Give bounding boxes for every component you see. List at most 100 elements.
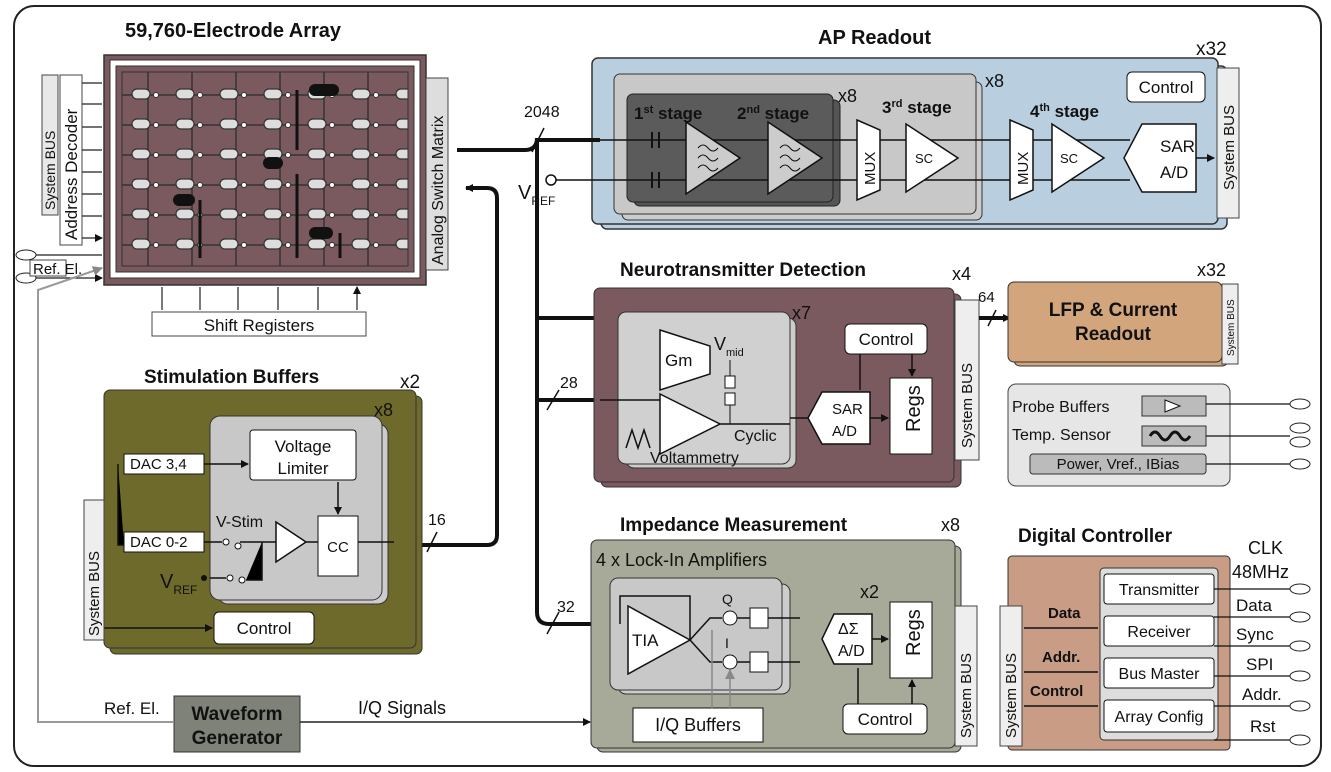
ap-readout-block: AP Readout x32 x8 x8 1st stage 2nd stage… bbox=[518, 27, 1240, 230]
imp-control-box bbox=[842, 703, 928, 735]
active-electrode bbox=[309, 84, 339, 96]
lfp-block: x32 LFP & Current Readout System BUS bbox=[1007, 260, 1239, 367]
waveform-block: Waveform Generator I/Q Signals Ref. El. bbox=[37, 266, 591, 753]
ap-readout-ad-label: A/D bbox=[1160, 163, 1188, 182]
ap-control-box bbox=[1126, 71, 1206, 103]
nt-opamp bbox=[659, 392, 722, 456]
waveform-line1-label: Waveform bbox=[191, 704, 282, 725]
neurotransmitter-block: Neurotransmitter Detection x4 x7 Gm Vmid… bbox=[593, 260, 1011, 488]
ap-readout-stage2-sup-label: nd bbox=[746, 104, 759, 116]
ap-readout-stage1-label: 1 bbox=[634, 104, 643, 123]
neurotransmitter-control-label: Control bbox=[859, 330, 914, 349]
stimulation-vref-label: V bbox=[160, 571, 174, 593]
imp-x2: x2 bbox=[860, 582, 879, 602]
pad bbox=[15, 249, 37, 261]
digital-receiver-label: Receiver bbox=[1127, 624, 1191, 641]
imp-title: Impedance Measurement bbox=[620, 515, 848, 536]
impedance-ad-label: A/D bbox=[838, 643, 865, 660]
stage1-amp bbox=[685, 120, 742, 196]
ap-capacitors bbox=[651, 132, 660, 188]
ap-readout-control-label: Control bbox=[1139, 78, 1194, 97]
ap-readout-mux-label: MUX bbox=[1015, 152, 1032, 185]
electrode-array-title: 59,760-Electrode Array bbox=[125, 20, 342, 42]
outer-frame bbox=[13, 5, 1322, 767]
stimulation-voltage-limiter-2-label: Limiter bbox=[277, 459, 328, 478]
impedance-tia-label: TIA bbox=[632, 631, 659, 650]
imp-bus-width: 32 bbox=[557, 599, 575, 616]
address-decoder-box bbox=[59, 74, 83, 246]
voltage-limiter-box bbox=[249, 429, 357, 481]
impedance-q-label: Q bbox=[722, 591, 733, 607]
digital-array-config-label: Array Config bbox=[1115, 709, 1204, 726]
misc-temp-sensor-label: Temp. Sensor bbox=[1012, 427, 1111, 444]
ap-readout-mux-label: MUX bbox=[862, 152, 879, 185]
svg-text:Vmid: Vmid bbox=[714, 334, 744, 359]
misc-block: Probe Buffers Temp. Sensor Power, Vref.,… bbox=[1007, 383, 1311, 487]
ap-readout-vref-sub-label: REF bbox=[531, 194, 555, 208]
stage2-amp bbox=[767, 120, 824, 196]
ap-readout-stage3-label: 3 bbox=[882, 98, 891, 117]
ap-bus-width: 2048 bbox=[524, 104, 560, 121]
waveform-box bbox=[173, 695, 301, 753]
array-config-box bbox=[1103, 699, 1215, 733]
stimulation-vref-sub-label: REF bbox=[173, 583, 197, 597]
neurotransmitter-voltammetry-label: Voltammetry bbox=[650, 450, 739, 467]
neurotransmitter-regs-label: Regs bbox=[903, 385, 925, 432]
impedance-i-label: I bbox=[725, 635, 729, 651]
impedance-control-label: Control bbox=[858, 710, 913, 729]
digital-rst-label: Rst bbox=[1250, 717, 1276, 736]
impedance-lockin-label: 4 x Lock-In Amplifiers bbox=[596, 550, 767, 570]
digital-system-bus-label: System BUS bbox=[1003, 653, 1020, 738]
imp-mult: x8 bbox=[941, 515, 960, 535]
digital-freq-label: 48MHz bbox=[1232, 562, 1289, 582]
ap-readout-stage4-word-label: stage bbox=[1050, 102, 1099, 121]
ref-el-box bbox=[29, 259, 67, 277]
neurotransmitter-system-bus-label: System BUS bbox=[959, 363, 976, 448]
impedance-block: Impedance Measurement x8 4 x Lock-In Amp… bbox=[590, 515, 978, 753]
ap-mux-1 bbox=[856, 118, 881, 202]
svg-text:2nd stage: 2nd stage bbox=[737, 104, 809, 123]
stage3-sc bbox=[905, 122, 960, 194]
ap-mult-8-inner: x8 bbox=[838, 86, 857, 106]
nt-mult: x4 bbox=[952, 264, 971, 284]
waveform-line2-label: Generator bbox=[192, 728, 283, 749]
ap-mult-8-outer: x8 bbox=[985, 71, 1004, 91]
ap-readout-stage4-sup-label: th bbox=[1039, 102, 1050, 114]
digital-clk-label: CLK bbox=[1248, 538, 1283, 558]
ap-readout-sc-label: SC bbox=[915, 151, 933, 166]
vref-node bbox=[545, 174, 557, 186]
active-electrode bbox=[309, 227, 333, 239]
lfp-title-line2-label: Readout bbox=[1075, 324, 1152, 345]
switch-matrix-label: Analog Switch Matrix bbox=[430, 116, 447, 265]
waveform-ref-el-label: Ref. El. bbox=[104, 699, 160, 718]
electrode-array-block: System BUS Address Decoder Analog Switch… bbox=[15, 20, 449, 337]
digital-sync-label: Sync bbox=[1236, 625, 1274, 644]
stim-control-box bbox=[213, 611, 315, 645]
ap-readout-sar-label: SAR bbox=[1160, 137, 1195, 156]
digital-controller-block: Digital Controller Transmitter Receiver … bbox=[999, 526, 1311, 751]
receiver-box bbox=[1103, 615, 1215, 647]
ap-readout-stage1-word-label: stage bbox=[653, 104, 702, 123]
neurotransmitter-sar-label: SAR bbox=[832, 401, 863, 418]
stimulation-dac34-label: DAC 3,4 bbox=[130, 456, 187, 473]
stage4-sc bbox=[1051, 122, 1106, 194]
lfp-system-bus-label: System BUS bbox=[1226, 299, 1237, 356]
impedance-delta-sigma-label: ΔΣ bbox=[838, 621, 859, 638]
ap-readout-sc-label: SC bbox=[1060, 151, 1078, 166]
waveform-iq-signals-label: I/Q Signals bbox=[358, 698, 446, 718]
ap-mult-32: x32 bbox=[1196, 39, 1227, 60]
impedance-regs-label: Regs bbox=[903, 609, 925, 656]
stimulation-control-label: Control bbox=[237, 619, 292, 638]
stim-title: Stimulation Buffers bbox=[144, 367, 319, 388]
digital-bus-master-label: Bus Master bbox=[1119, 666, 1201, 683]
digital-control-label: Control bbox=[1030, 683, 1083, 700]
address-decoder-label: Address Decoder bbox=[62, 108, 81, 240]
imp-system-bus bbox=[954, 605, 978, 747]
stimulation-vstim-label: V-Stim bbox=[216, 514, 263, 531]
neurotransmitter-vmid-label: V bbox=[714, 334, 726, 354]
nt-inner-mult: x7 bbox=[792, 303, 811, 323]
neurotransmitter-vmid-sub-label: mid bbox=[726, 347, 744, 359]
digital-addr-label: Addr. bbox=[1042, 649, 1080, 666]
imp-regs-box bbox=[889, 601, 933, 679]
shift-registers-box bbox=[151, 311, 367, 337]
